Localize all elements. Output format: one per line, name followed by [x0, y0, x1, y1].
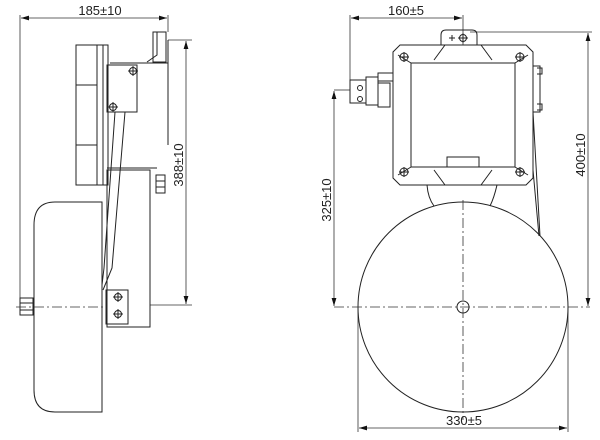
- bolt-icon: [515, 167, 525, 177]
- dimension-label: 400±10: [573, 133, 588, 176]
- nut-icon: [19, 297, 34, 316]
- bell-side: [33, 201, 103, 413]
- bell-diameter-dimension: 330±5: [357, 307, 569, 432]
- side-view: 185±10 388±10: [16, 3, 192, 413]
- junction-box-side: [75, 44, 109, 186]
- junction-box-cover: [410, 62, 516, 168]
- bolt-icon: [113, 309, 123, 319]
- bolt-icon: [399, 52, 409, 62]
- cable-gland: [349, 72, 394, 108]
- side-height-dimension: 388±10: [150, 39, 192, 306]
- dimension-label: 160±5: [388, 3, 424, 18]
- bolt-icon: [113, 292, 123, 302]
- bolt-icon: [515, 52, 525, 62]
- dimension-label: 325±10: [319, 178, 334, 221]
- bolt-icon: [449, 33, 468, 43]
- dimension-label: 330±5: [446, 413, 482, 428]
- dimension-label: 388±10: [171, 143, 186, 186]
- total-height-dimension: 400±10: [470, 31, 592, 306]
- bolt-icon: [108, 102, 118, 112]
- bolt-icon: [399, 167, 409, 177]
- mechanism-housing: [106, 169, 151, 328]
- bolt-icon: [128, 66, 138, 76]
- axis-height-dimension: 325±10: [319, 89, 350, 306]
- side-width-dimension: 185±10: [19, 3, 169, 300]
- junction-box: [392, 44, 534, 186]
- front-view: 160±5 325±10 400±10 330±5: [319, 3, 592, 432]
- dimension-label: 185±10: [78, 3, 121, 18]
